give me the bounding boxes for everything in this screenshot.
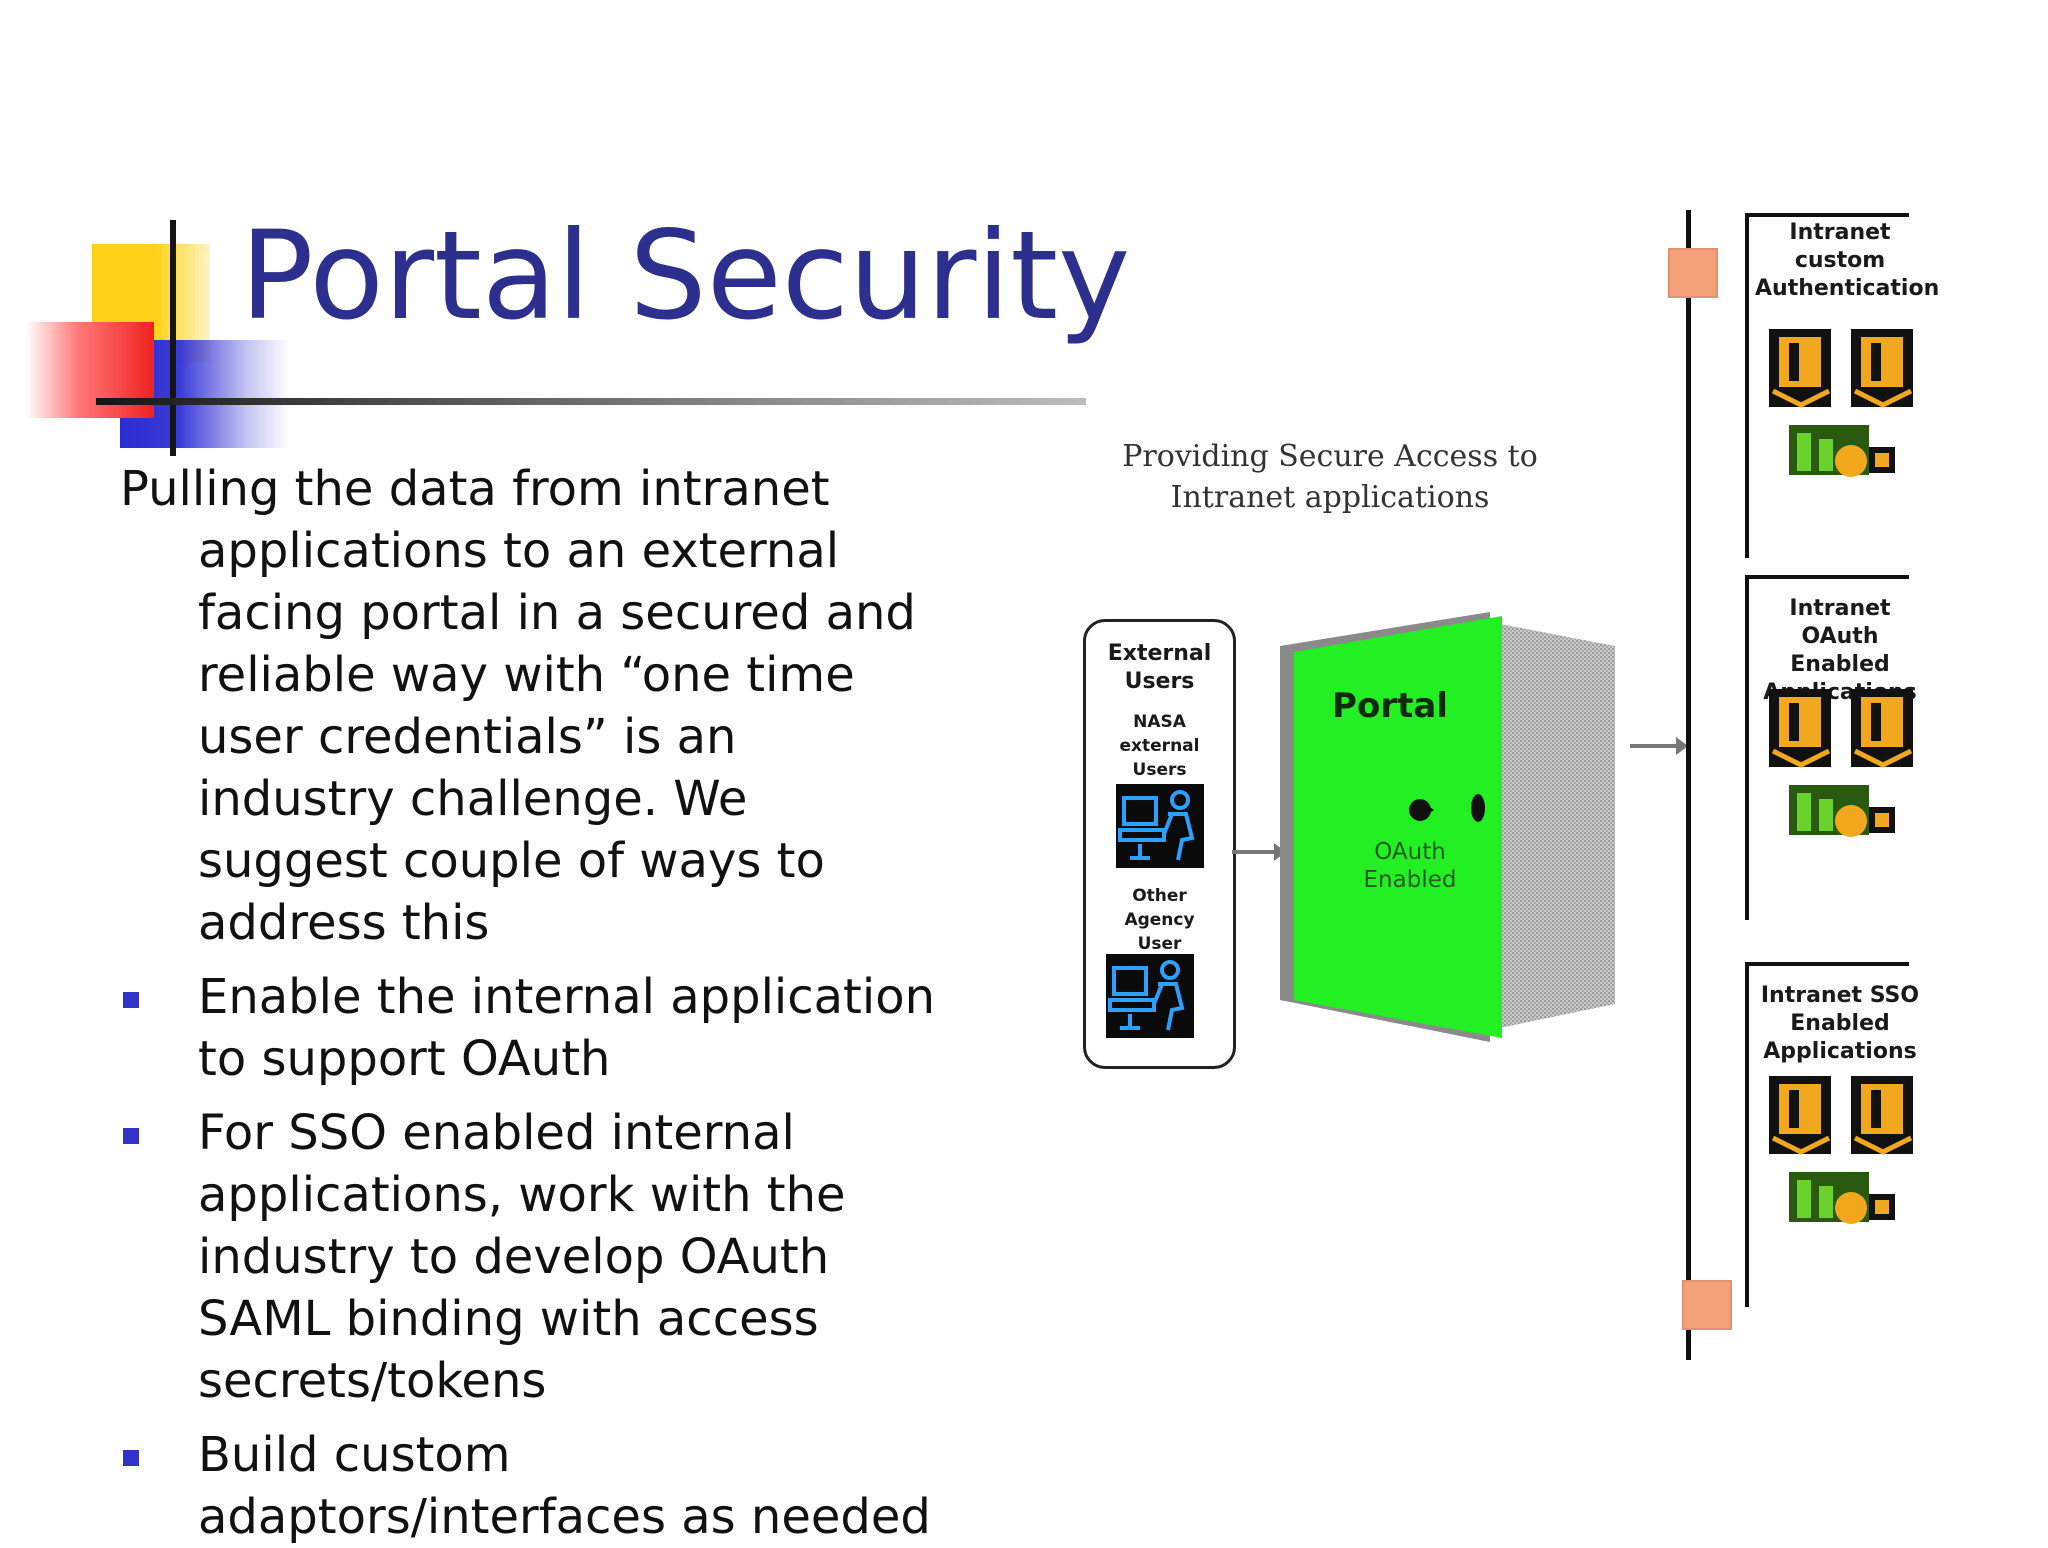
external-users-title-line: Users [1124, 669, 1195, 694]
portal-oauth-label-line: OAuth [1374, 839, 1446, 865]
diagram-caption-line: Providing Secure Access to [1122, 439, 1538, 474]
title-underline [96, 398, 1086, 405]
group-top-line [1749, 213, 1909, 217]
group-top-line [1749, 962, 1909, 966]
bullet-item: For SSO enabled internal applications, w… [120, 1102, 940, 1412]
other-agency-user-label-line: User [1137, 934, 1182, 954]
group-label-line: Intranet SSO [1760, 983, 1920, 1008]
other-agency-user-label-line: Agency [1124, 910, 1195, 930]
bullet-text: For SSO enabled internal applications, w… [198, 1105, 846, 1409]
intranet-network-line [1686, 210, 1691, 1360]
group-label: Intranet custom Authentication [1755, 219, 1940, 303]
server-icons [1769, 329, 1913, 477]
group-label-line: Intranet [1789, 220, 1891, 245]
intranet-sso-apps-group: Intranet SSO Enabled Applications [1745, 962, 1919, 1307]
group-label-line: Authentication [1755, 276, 1940, 301]
portal-door-graphic [1280, 612, 1615, 1042]
agency-user-computer-icon [1106, 954, 1194, 1038]
bullet-square-icon [123, 1128, 139, 1144]
group-label-line: custom [1794, 248, 1886, 273]
portal-to-network-arrow [1630, 737, 1688, 755]
slide-title: Portal Security [240, 205, 1131, 347]
bullet-item: Enable the internal application to suppo… [120, 966, 940, 1090]
group-label-line: Enabled [1790, 1011, 1890, 1036]
group-label-line: Applications [1763, 1039, 1917, 1064]
other-agency-user-label-line: Other [1132, 886, 1187, 906]
network-node-icon [1682, 1280, 1732, 1330]
intranet-custom-auth-group: Intranet custom Authentication [1745, 213, 1939, 558]
server-icons [1769, 689, 1913, 837]
bullet-square-icon [123, 992, 139, 1008]
nasa-user-computer-icon [1116, 784, 1204, 868]
group-label-line: Intranet OAuth [1789, 596, 1891, 649]
diagram-caption-line: Intranet applications [1170, 480, 1490, 515]
server-icons [1769, 1076, 1913, 1224]
slide-body: Pulling the data from intranet applicati… [120, 458, 940, 1548]
users-to-portal-arrow [1232, 843, 1286, 861]
nasa-users-label-line: external [1119, 736, 1200, 756]
external-users-title-line: External [1107, 641, 1212, 666]
nasa-users-label: NASA external Users [1086, 710, 1233, 782]
group-label: Intranet SSO Enabled Applications [1755, 982, 1925, 1066]
group-label-line: Enabled [1790, 652, 1890, 677]
bullet-text: Enable the internal application to suppo… [198, 969, 935, 1087]
external-users-title: External Users [1086, 640, 1233, 696]
portal-oauth-label-line: Enabled [1363, 867, 1457, 893]
bullet-text: Build custom adaptors/interfaces as need… [198, 1427, 931, 1545]
diagram-caption: Providing Secure Access to Intranet appl… [1110, 436, 1550, 518]
portal-label: Portal [1332, 686, 1448, 726]
intranet-oauth-apps-group: Intranet OAuth Enabled Applications [1745, 575, 1917, 920]
bullet-item: Build custom adaptors/interfaces as need… [120, 1424, 940, 1548]
group-top-line [1749, 575, 1909, 579]
title-decoration-vertical-line [170, 220, 176, 456]
bullet-list: Enable the internal application to suppo… [120, 966, 940, 1548]
other-agency-user-label: Other Agency User [1086, 884, 1233, 956]
intro-paragraph: Pulling the data from intranet applicati… [120, 461, 916, 951]
nasa-users-label-line: Users [1132, 760, 1187, 780]
bullet-square-icon [123, 1450, 139, 1466]
external-users-box: External Users NASA external Users Other… [1083, 619, 1236, 1069]
nasa-users-label-line: NASA [1133, 712, 1186, 732]
portal-oauth-label: OAuth Enabled [1345, 838, 1475, 894]
network-node-icon [1668, 248, 1718, 298]
